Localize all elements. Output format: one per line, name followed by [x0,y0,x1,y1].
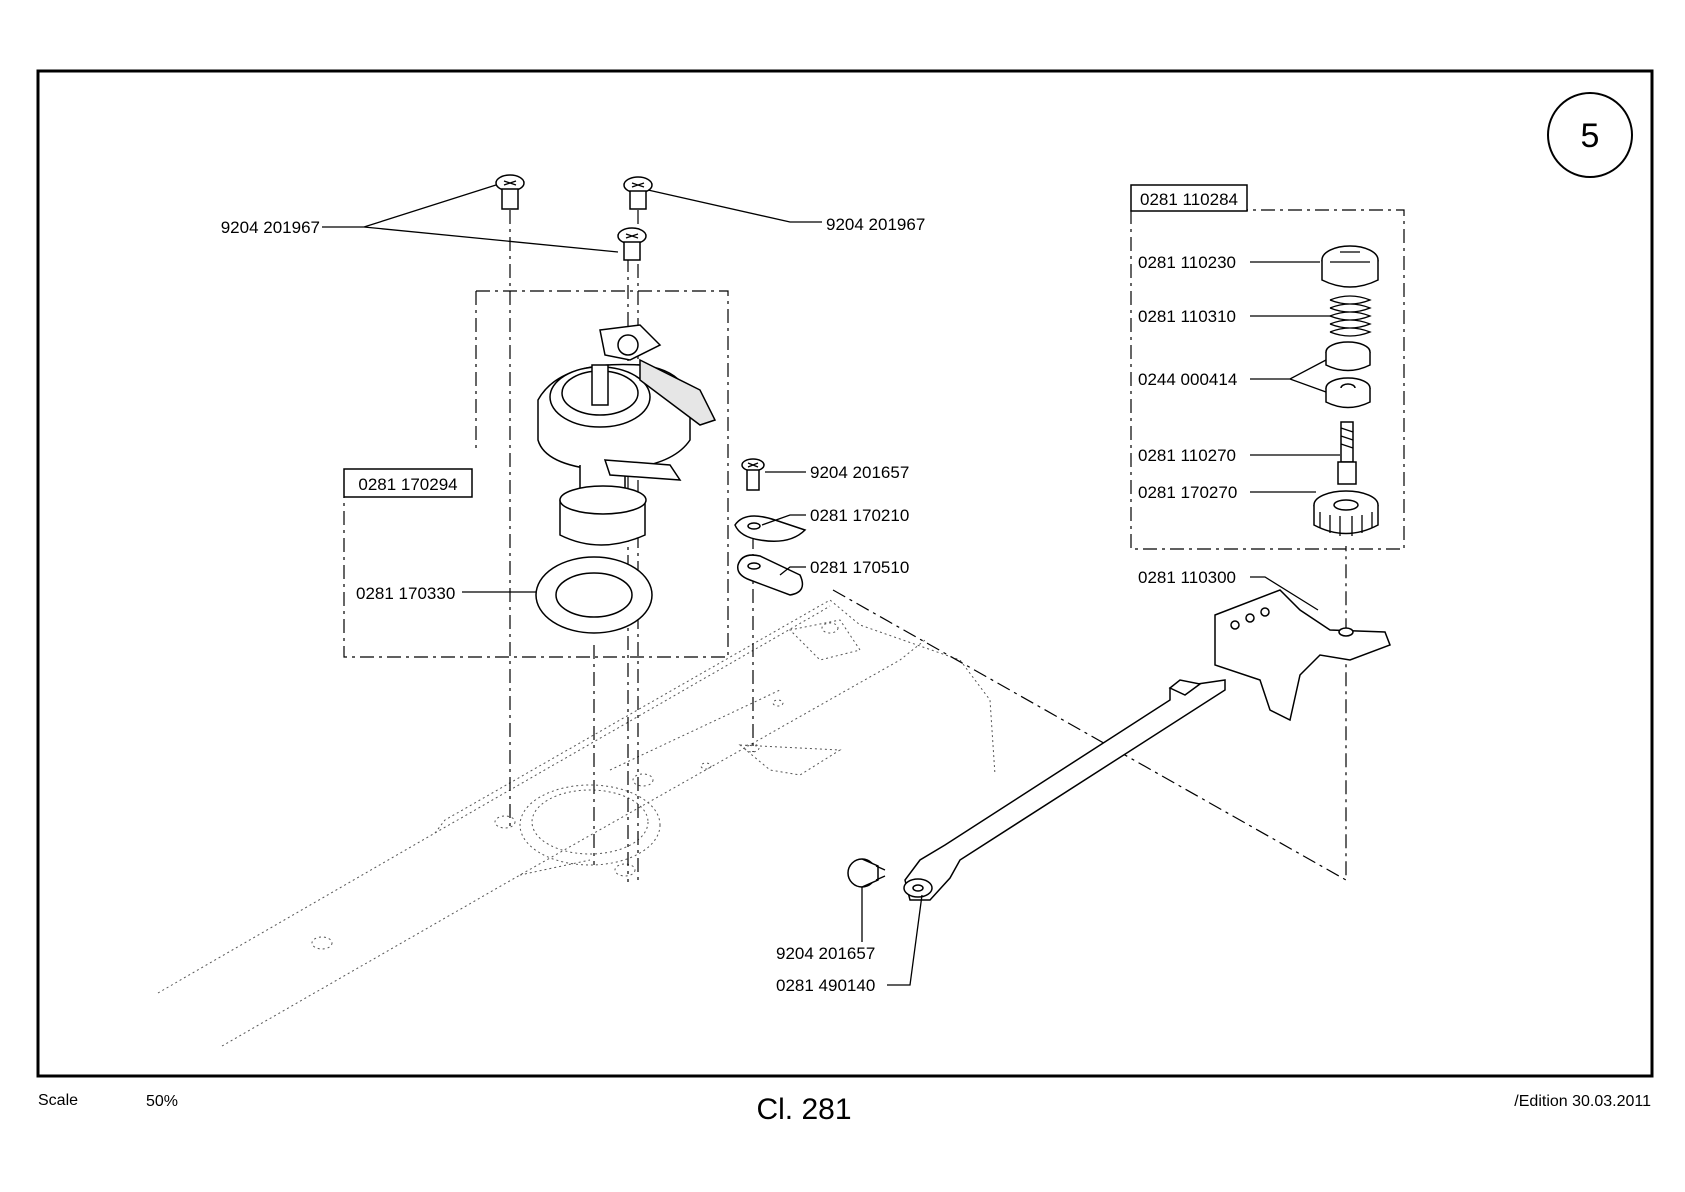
label-cap: 0281 110230 [1138,253,1236,272]
label-clip: 0281 170210 [810,506,909,525]
label-spring: 0281 110310 [1138,307,1236,326]
assembly-label-left: 0281 170294 [344,469,472,497]
label-screw-right: 9204 201967 [826,215,925,234]
bottom-screw [848,859,885,887]
washer-upper [1326,342,1370,371]
scale-label: Scale [38,1092,78,1109]
label-knob: 0281 170270 [1138,483,1237,502]
plate [738,555,803,595]
assembly-label-right: 0281 110284 [1131,185,1247,211]
clip [735,516,805,541]
lever [904,680,1225,900]
small-screw [742,459,764,490]
label-bottom-screw: 9204 201657 [776,944,875,963]
class-label: Cl. 281 [756,1093,851,1126]
label-small-screw: 9204 201657 [810,463,909,482]
stud [1338,422,1356,484]
label-screw-left: 9204 201967 [221,218,320,237]
label-washers: 0244 000414 [1138,370,1237,389]
cap [1322,246,1378,287]
washer-lower [1326,378,1370,408]
bobbin-case-assembly [538,325,715,545]
label-plate: 0281 170510 [810,558,909,577]
bracket [1215,590,1390,720]
assembly-right-number: 0281 110284 [1140,190,1238,209]
knob [1314,491,1378,536]
scale-value: 50% [146,1093,178,1110]
label-ring: 0281 170330 [356,584,455,603]
page-number-badge: 5 [1548,93,1632,177]
label-stud: 0281 110270 [1138,446,1236,465]
spring [1330,296,1370,336]
assembly-left-number: 0281 170294 [358,475,457,494]
edition-date: /Edition 30.03.2011 [1514,1093,1651,1110]
page-number: 5 [1581,117,1600,155]
ring-washer [536,557,652,633]
label-lever: 0281 490140 [776,976,875,995]
screw-2 [624,177,652,209]
label-bracket: 0281 110300 [1138,568,1236,587]
screw-1 [496,175,524,209]
screw-3 [618,228,646,260]
